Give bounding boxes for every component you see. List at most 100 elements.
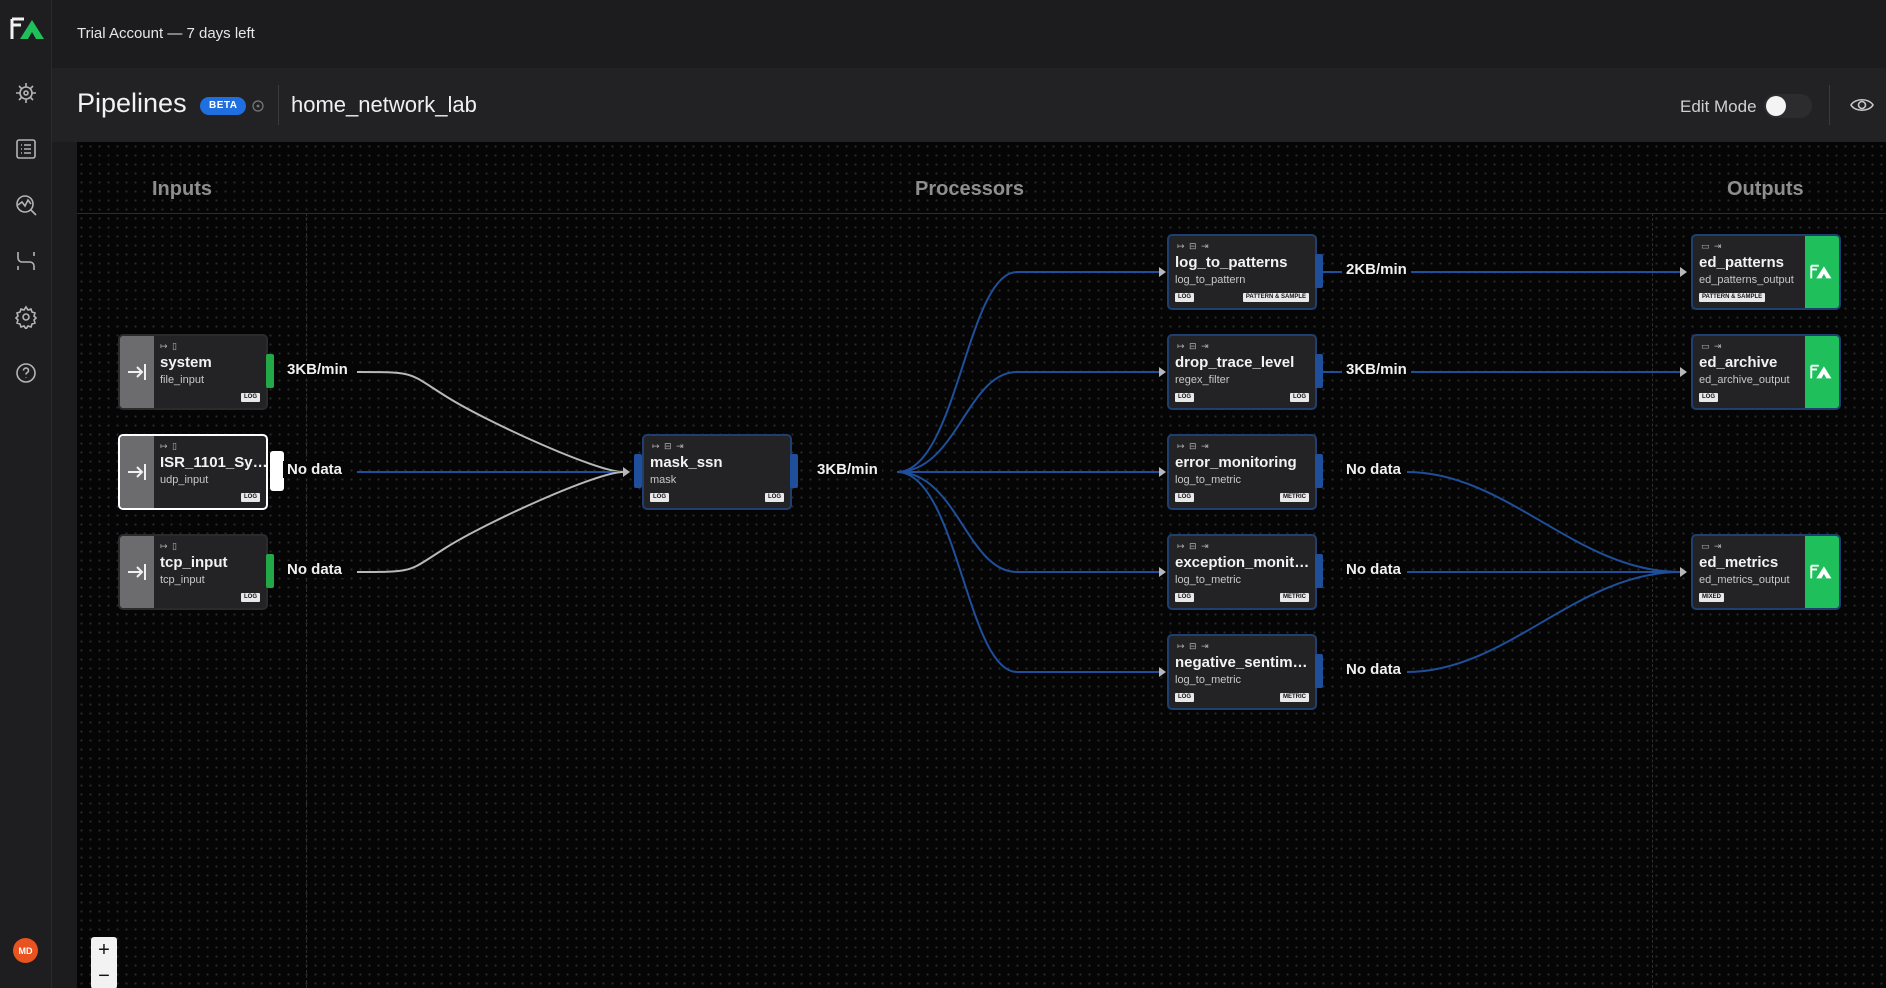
page-title: Pipelines [77, 88, 187, 118]
input-node-strip [120, 436, 154, 508]
list-icon[interactable] [12, 135, 40, 163]
node-type: mask [650, 474, 677, 486]
edge-system-to-mask [356, 371, 624, 473]
output-port[interactable] [1315, 554, 1323, 588]
pipeline-name: home_network_lab [291, 92, 477, 117]
edge-error-to-ed-metrics [1406, 471, 1681, 573]
processor-node-negative-sentiment[interactable]: ↦ ⊟ ⇥ negative_sentime... log_to_metric … [1167, 634, 1317, 710]
edge-mask-to-log-to-patterns [896, 271, 1159, 473]
gear-icon[interactable] [12, 303, 40, 331]
output-port[interactable] [1315, 254, 1323, 288]
node-mini-icons: ↦ ⊟ ⇥ [1177, 541, 1210, 551]
node-type: log_to_metric [1175, 574, 1242, 586]
node-type: ed_patterns_output [1699, 274, 1794, 286]
data-type-tag: LOG [241, 393, 260, 402]
edge-delta-logo-icon [1805, 336, 1839, 408]
zoom-in-button[interactable]: + [98, 938, 110, 961]
edge-mask-to-negative [896, 471, 1159, 673]
pipeline-canvas[interactable]: Inputs Processors Outputs [77, 142, 1886, 988]
output-node-ed-patterns[interactable]: ▭ ⇥ ed_patterns ed_patterns_output PATTE… [1691, 234, 1841, 310]
input-node-isr-1101[interactable]: ↦ ▯ ISR_1101_Sys... udp_input LOG [118, 434, 268, 510]
user-avatar[interactable]: MD [13, 938, 38, 963]
node-name: negative_sentime... [1175, 654, 1311, 671]
zoom-controls: + − [91, 937, 117, 988]
input-arrow-icon [128, 364, 146, 380]
input-node-system[interactable]: ↦ ▯ system file_input LOG [118, 334, 268, 410]
data-type-tag: LOG [241, 593, 260, 602]
processor-node-mask-ssn[interactable]: ↦ ⊟ ⇥ mask_ssn mask LOG LOG [642, 434, 792, 510]
node-name: log_to_patterns [1175, 254, 1288, 271]
output-node-ed-metrics[interactable]: ▭ ⇥ ed_metrics ed_metrics_output MIXED [1691, 534, 1841, 610]
output-port[interactable] [1315, 454, 1323, 488]
output-port[interactable] [266, 554, 274, 588]
header-divider [1829, 85, 1830, 125]
output-port[interactable] [1315, 654, 1323, 688]
data-type-tag: LOG [1175, 593, 1194, 602]
node-type: tcp_input [160, 574, 205, 586]
node-mini-icons: ↦ ⊟ ⇥ [652, 441, 685, 451]
throughput-label: No data [1342, 561, 1406, 578]
processor-node-log-to-patterns[interactable]: ↦ ⊟ ⇥ log_to_patterns log_to_pattern LOG… [1167, 234, 1317, 310]
column-divider [306, 213, 307, 988]
data-type-tag: MIXED [1699, 593, 1725, 602]
processor-node-drop-trace-level[interactable]: ↦ ⊟ ⇥ drop_trace_level regex_filter LOG … [1167, 334, 1317, 410]
header-divider [278, 85, 279, 125]
throughput-label: 3KB/min [283, 361, 352, 378]
input-node-tcp[interactable]: ↦ ▯ tcp_input tcp_input LOG [118, 534, 268, 610]
node-name: tcp_input [160, 554, 228, 571]
node-name: mask_ssn [650, 454, 723, 471]
throughput-label: No data [283, 561, 347, 578]
edge-delta-logo-icon [1805, 536, 1839, 608]
data-type-tag: LOG [1175, 693, 1194, 702]
page-header: Pipelines BETA home_network_lab Edit Mod… [52, 68, 1886, 142]
data-type-tag: LOG [1175, 293, 1194, 302]
edit-mode-toggle[interactable] [1764, 94, 1812, 118]
node-name: ed_metrics [1699, 554, 1779, 571]
column-header-outputs: Outputs [1727, 178, 1804, 200]
edge-mask-to-drop-trace [896, 371, 1159, 473]
data-type-tag: METRIC [1280, 693, 1309, 702]
throughput-label: No data [283, 461, 347, 478]
node-name: drop_trace_level [1175, 354, 1295, 371]
node-mini-icons: ▭ ⇥ [1701, 341, 1723, 351]
input-node-strip [120, 336, 154, 408]
node-mini-icons: ↦ ▯ [160, 541, 178, 551]
output-port[interactable] [1315, 354, 1323, 388]
processor-node-exception-monitoring[interactable]: ↦ ⊟ ⇥ exception_monito... log_to_metric … [1167, 534, 1317, 610]
data-type-tag: PATTERN & SAMPLE [1699, 293, 1766, 302]
node-name: ISR_1101_Sys... [160, 454, 268, 471]
node-mini-icons: ↦ ⊟ ⇥ [1177, 441, 1210, 451]
node-mini-icons: ▭ ⇥ [1701, 541, 1723, 551]
column-divider [77, 213, 1886, 214]
zoom-out-button[interactable]: − [98, 964, 110, 987]
input-arrow-icon [128, 564, 146, 580]
analytics-icon[interactable] [12, 191, 40, 219]
output-port[interactable] [270, 451, 284, 491]
eye-icon[interactable] [1849, 93, 1875, 117]
processor-node-error-monitoring[interactable]: ↦ ⊟ ⇥ error_monitoring log_to_metric LOG… [1167, 434, 1317, 510]
edge-negative-to-ed-metrics [1406, 571, 1681, 673]
data-type-tag: LOG [241, 493, 260, 502]
help-icon[interactable] [12, 359, 40, 387]
toggle-knob [1766, 96, 1786, 116]
pipeline-icon[interactable] [12, 247, 40, 275]
brand-logo-icon[interactable] [10, 16, 48, 42]
helm-icon[interactable] [12, 79, 40, 107]
node-type: log_to_metric [1175, 674, 1242, 686]
info-icon[interactable] [251, 99, 265, 113]
node-type: regex_filter [1175, 374, 1230, 386]
node-type: file_input [160, 374, 205, 386]
edge-mask-to-exception [896, 471, 1159, 573]
input-port[interactable] [634, 454, 642, 488]
output-port[interactable] [790, 454, 798, 488]
node-name: ed_patterns [1699, 254, 1785, 271]
node-mini-icons: ▭ ⇥ [1701, 241, 1723, 251]
node-name: error_monitoring [1175, 454, 1297, 471]
throughput-label: No data [1342, 661, 1406, 678]
data-type-tag: LOG [1175, 493, 1194, 502]
output-node-ed-archive[interactable]: ▭ ⇥ ed_archive ed_archive_output LOG [1691, 334, 1841, 410]
output-port[interactable] [266, 354, 274, 388]
node-type: log_to_metric [1175, 474, 1242, 486]
top-bar: Trial Account — 7 days left [52, 0, 1886, 68]
